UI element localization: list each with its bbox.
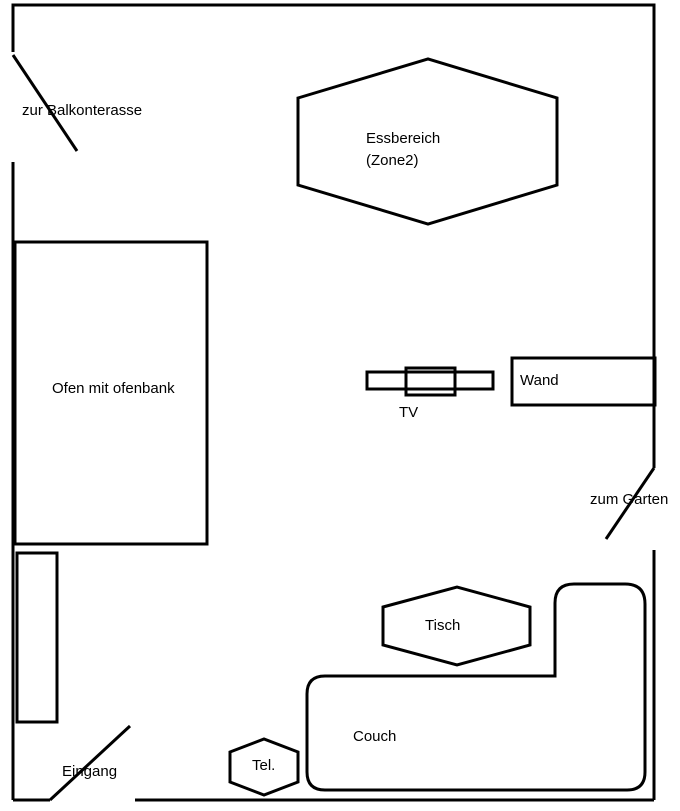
tv-stand-shape (365, 370, 495, 391)
oven-bench-shape (13, 240, 209, 546)
wall-top-and-right-upper (11, 3, 656, 405)
cabinet-shape (15, 551, 59, 724)
entrance-door (48, 724, 132, 802)
wall-label: Wand (520, 372, 559, 389)
dining-area-label: Essbereich (366, 130, 440, 147)
balcony-label: zur Balkonterasse (22, 102, 142, 119)
wall-piece-shape (510, 356, 657, 407)
oven-label: Ofen mit ofenbank (52, 380, 175, 397)
garden-door (604, 467, 656, 540)
table-label: Tisch (425, 617, 460, 634)
couch-label: Couch (353, 728, 396, 745)
table-shape (381, 585, 532, 667)
tv-label: TV (399, 404, 418, 421)
dining-zone-label: (Zone2) (366, 152, 419, 169)
outer-walls (11, 3, 656, 802)
telephone-label: Tel. (252, 757, 275, 774)
telephone-shape (228, 737, 300, 797)
dining-area-shape (296, 57, 559, 226)
couch-shape (305, 582, 647, 792)
garden-label: zum Garten (590, 491, 668, 508)
entrance-label: Eingang (62, 763, 117, 780)
balcony-door (11, 54, 79, 152)
tv-shape (404, 366, 457, 397)
